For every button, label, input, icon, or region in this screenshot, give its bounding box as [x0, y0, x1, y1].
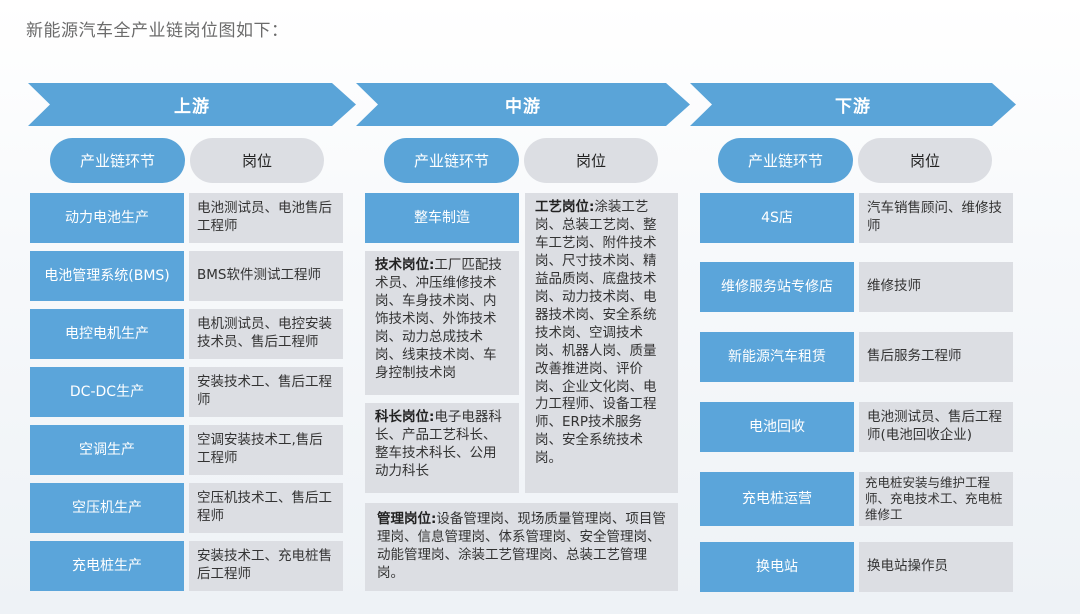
- upstream-jobs: 空压机技术工、售后工程师: [189, 483, 343, 533]
- upstream-segment: 动力电池生产: [30, 193, 184, 243]
- header-position-downstream: 岗位: [858, 138, 992, 183]
- downstream-jobs: 换电站操作员: [859, 542, 1013, 592]
- tech-positions-title: 技术岗位:: [375, 257, 435, 273]
- upstream-segment: 空压机生产: [30, 483, 184, 533]
- upstream-jobs: 电机测试员、电控安装技术员、售后工程师: [189, 309, 343, 359]
- upstream-segment: 空调生产: [30, 425, 184, 475]
- process-positions-text: 涂装工艺岗、总装工艺岗、整车工艺岗、附件技术岗、尺寸技术岗、精益品质岗、底盘技术…: [535, 199, 657, 467]
- chief-positions-title: 科长岗位:: [375, 409, 435, 425]
- upstream-jobs: BMS软件测试工程师: [189, 251, 343, 301]
- chevron-upstream: 上游: [28, 83, 356, 126]
- downstream-jobs: 充电桩安装与维护工程师、充电技术工、充电桩维修工: [859, 472, 1013, 526]
- chief-positions-text: 电子电器科长、产品工艺科长、整车技术科长、公用动力科长: [375, 409, 502, 479]
- tech-positions-box: 技术岗位:工厂匹配技术员、冲压维修技术岗、车身技术岗、内饰技术岗、外饰技术岗、动…: [365, 251, 519, 395]
- chief-positions-box: 科长岗位:电子电器科长、产品工艺科长、整车技术科长、公用动力科长: [365, 403, 519, 493]
- stage-label-upstream: 上游: [174, 97, 210, 117]
- header-segment-downstream: 产业链环节: [718, 138, 853, 183]
- mgmt-positions-text: 设备管理岗、现场质量管理岗、项目管理岗、信息管理岗、体系管理岗、安全管理岗、动能…: [377, 511, 666, 581]
- downstream-segment: 维修服务站专修店: [700, 262, 854, 312]
- intro-text: 新能源汽车全产业链岗位图如下：: [26, 21, 289, 41]
- header-segment-midstream: 产业链环节: [384, 138, 519, 183]
- stage-label-downstream: 下游: [835, 97, 871, 117]
- downstream-jobs: 汽车销售顾问、维修技师: [859, 193, 1013, 243]
- downstream-segment: 换电站: [700, 542, 854, 592]
- downstream-jobs: 售后服务工程师: [859, 332, 1013, 382]
- chevron-midstream: 中游: [356, 83, 690, 126]
- upstream-segment: 电池管理系统(BMS): [30, 251, 184, 301]
- midstream-segment: 整车制造: [365, 193, 519, 243]
- upstream-jobs: 安装技术工、充电桩售后工程师: [189, 541, 343, 591]
- upstream-jobs: 电池测试员、电池售后工程师: [189, 193, 343, 243]
- chevron-downstream: 下游: [690, 83, 1016, 126]
- header-position-upstream: 岗位: [190, 138, 324, 183]
- downstream-segment: 充电桩运营: [700, 472, 854, 526]
- process-positions-title: 工艺岗位:: [535, 199, 595, 215]
- tech-positions-text: 工厂匹配技术员、冲压维修技术岗、车身技术岗、内饰技术岗、外饰技术岗、动力总成技术…: [375, 257, 502, 381]
- downstream-jobs: 电池测试员、售后工程师(电池回收企业): [859, 402, 1013, 452]
- header-position-midstream: 岗位: [524, 138, 658, 183]
- downstream-segment: 4S店: [700, 193, 854, 243]
- downstream-segment: 新能源汽车租赁: [700, 332, 854, 382]
- mgmt-positions-box: 管理岗位:设备管理岗、现场质量管理岗、项目管理岗、信息管理岗、体系管理岗、安全管…: [365, 503, 678, 591]
- upstream-segment: DC-DC生产: [30, 367, 184, 417]
- upstream-segment: 充电桩生产: [30, 541, 184, 591]
- upstream-segment: 电控电机生产: [30, 309, 184, 359]
- downstream-jobs: 维修技师: [859, 262, 1013, 312]
- header-segment-upstream: 产业链环节: [50, 138, 185, 183]
- mgmt-positions-title: 管理岗位:: [377, 511, 437, 527]
- stage-label-midstream: 中游: [505, 97, 541, 117]
- upstream-jobs: 空调安装技术工,售后工程师: [189, 425, 343, 475]
- process-positions-box: 工艺岗位:涂装工艺岗、总装工艺岗、整车工艺岗、附件技术岗、尺寸技术岗、精益品质岗…: [525, 193, 678, 493]
- upstream-jobs: 安装技术工、售后工程师: [189, 367, 343, 417]
- chevron-shape: [356, 83, 690, 126]
- chevron-shape: [28, 83, 356, 126]
- chevron-shape: [690, 83, 1016, 126]
- downstream-segment: 电池回收: [700, 402, 854, 452]
